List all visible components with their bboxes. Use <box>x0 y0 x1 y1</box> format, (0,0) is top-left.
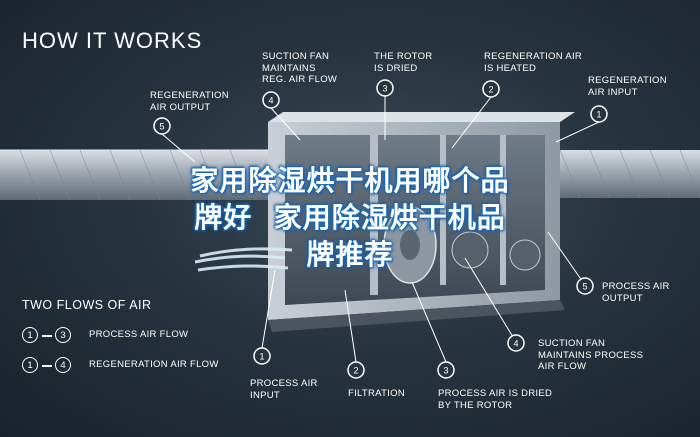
legend-dash <box>42 365 52 367</box>
svg-text:1: 1 <box>259 352 264 362</box>
svg-text:3: 3 <box>443 366 448 376</box>
svg-text:2: 2 <box>353 366 358 376</box>
svg-text:5: 5 <box>159 122 164 132</box>
legend-to-badge: 4 <box>55 357 71 373</box>
badge-5-top: 5 <box>153 117 171 135</box>
badge-4-top: 4 <box>262 91 280 109</box>
callout-regeneration-air-output: REGENERATION AIR OUTPUT <box>150 90 229 113</box>
dehumidifier-cabinet <box>268 112 575 332</box>
right-duct <box>545 149 700 199</box>
legend-title: TWO FLOWS OF AIR <box>22 298 152 312</box>
callout-process-air-output: PROCESS AIR OUTPUT <box>602 281 670 304</box>
callout-suction-fan-reg: SUCTION FAN MAINTAINS REG. AIR FLOW <box>262 51 338 85</box>
leader-lines <box>161 96 600 363</box>
callout-badges: 5 4 3 2 1 5 4 1 2 3 <box>153 79 608 379</box>
legend-row-process-air: 1 3 PROCESS AIR FLOW <box>22 327 242 347</box>
callout-rotor-dried: THE ROTOR IS DRIED <box>374 51 433 74</box>
legend-label: PROCESS AIR FLOW <box>89 329 189 340</box>
badge-4-right: 4 <box>507 334 525 352</box>
legend-to-badge: 3 <box>55 327 71 343</box>
page-title: HOW IT WORKS <box>22 28 203 53</box>
callout-regeneration-heated: REGENERATION AIR IS HEATED <box>484 51 583 74</box>
svg-text:5: 5 <box>582 282 587 292</box>
callout-regeneration-air-input: REGENERATION AIR INPUT <box>588 75 667 98</box>
overlay-line-3: 牌推荐 <box>306 238 394 271</box>
badge-1-top: 1 <box>590 105 608 123</box>
overlay-line-2: 牌好 家用除湿烘干机品 <box>194 201 506 234</box>
callout-process-air-dried: PROCESS AIR IS DRIED BY THE ROTOR <box>438 388 553 411</box>
svg-text:4: 4 <box>268 96 273 106</box>
badge-2-top: 2 <box>482 80 500 98</box>
airflow-streaks <box>194 247 293 272</box>
svg-text:3: 3 <box>382 84 387 94</box>
badge-5-right: 5 <box>576 277 594 295</box>
svg-text:1: 1 <box>596 110 601 120</box>
callout-suction-fan-process: SUCTION FAN MAINTAINS PROCESS AIR FLOW <box>538 338 644 372</box>
svg-text:2: 2 <box>488 85 493 95</box>
left-duct <box>0 149 270 201</box>
svg-text:4: 4 <box>513 339 518 349</box>
overlay-line-1: 家用除湿烘干机用哪个品 <box>190 164 510 197</box>
legend-from-badge: 1 <box>22 327 38 343</box>
badge-3-bottom: 3 <box>437 361 455 379</box>
badge-1-bottom: 1 <box>253 347 271 365</box>
overlay-headline: 家用除湿烘干机用哪个品 牌好 家用除湿烘干机品 牌推荐 <box>100 162 600 273</box>
callout-process-air-input: PROCESS AIR INPUT <box>250 378 318 401</box>
badge-2-bottom: 2 <box>347 361 365 379</box>
legend-row-regeneration-air: 1 4 REGENERATION AIR FLOW <box>22 357 242 377</box>
legend-from-badge: 1 <box>22 357 38 373</box>
callout-filtration: FILTRATION <box>348 388 406 399</box>
legend-label: REGENERATION AIR FLOW <box>89 359 219 370</box>
badge-3-top: 3 <box>376 79 394 97</box>
legend-dash <box>42 335 52 337</box>
